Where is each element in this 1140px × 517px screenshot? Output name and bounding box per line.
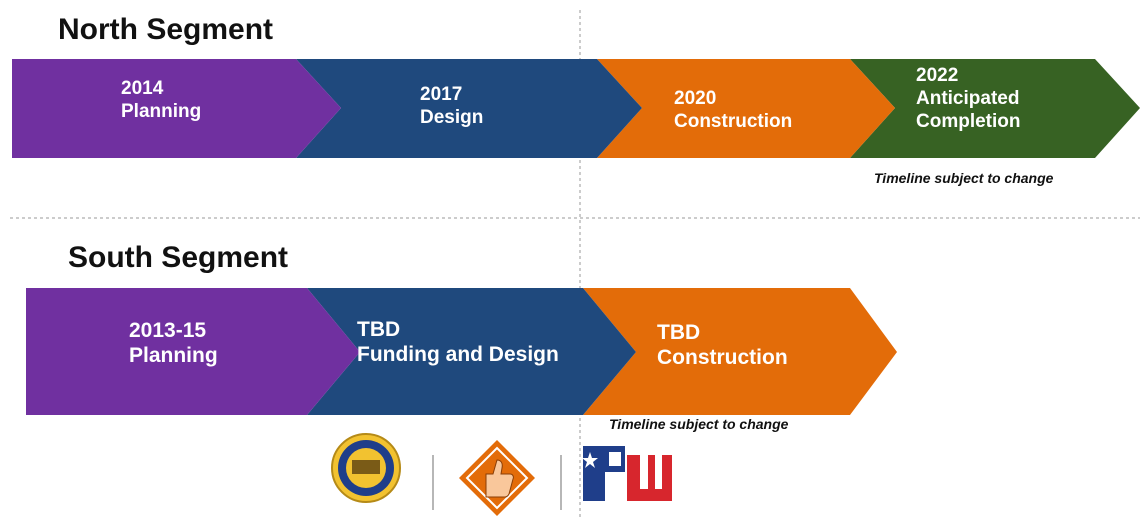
north-stage-3-chevron (597, 59, 895, 158)
north-stage-4-chevron (850, 59, 1140, 158)
north-stage-1-chevron (12, 59, 341, 158)
thumbs-up-sign-icon (459, 440, 535, 516)
south-stage-3-label: TBD Construction (657, 321, 788, 370)
south-stage-1-label: 2013-15 Planning (129, 319, 218, 368)
city-seal-icon (331, 433, 401, 503)
north-stage-4-label: 2022 Anticipated Completion (916, 65, 1021, 132)
north-stage-2-chevron (296, 59, 642, 158)
south-stage-2-label: TBD Funding and Design (357, 318, 559, 367)
logo-separator (432, 455, 434, 510)
south-stage-1-chevron (26, 288, 360, 415)
north-stage-1-label: 2014 Planning (121, 78, 202, 122)
south-timeline-note: Timeline subject to change (609, 416, 789, 432)
south-segment-title: South Segment (68, 241, 289, 274)
north-stage-2-label: 2017 Design (420, 84, 484, 128)
north-timeline-note: Timeline subject to change (874, 170, 1054, 186)
north-stage-3-label: 2020 Construction (674, 88, 793, 132)
south-stage-3-chevron (583, 288, 897, 415)
north-segment-title: North Segment (58, 13, 274, 46)
pw-logo-icon (582, 446, 672, 501)
south-stage-2-chevron (307, 288, 636, 415)
logo-separator (560, 455, 562, 510)
